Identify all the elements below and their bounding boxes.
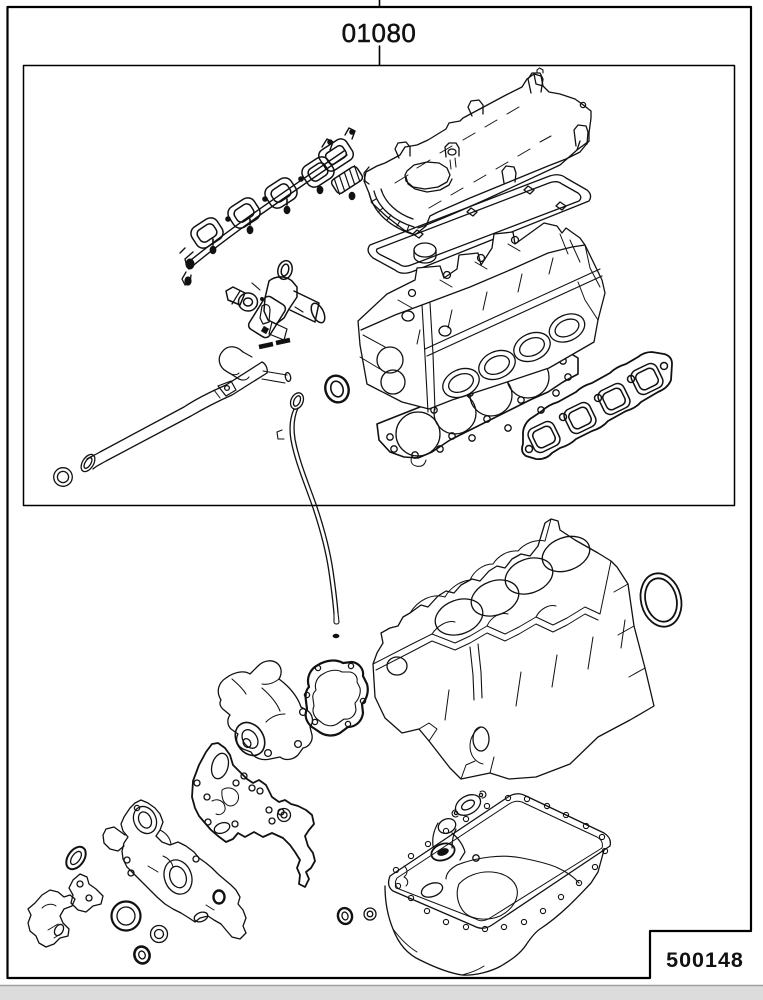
svg-text:500148: 500148 [666, 948, 744, 972]
svg-text:01080: 01080 [342, 18, 417, 48]
